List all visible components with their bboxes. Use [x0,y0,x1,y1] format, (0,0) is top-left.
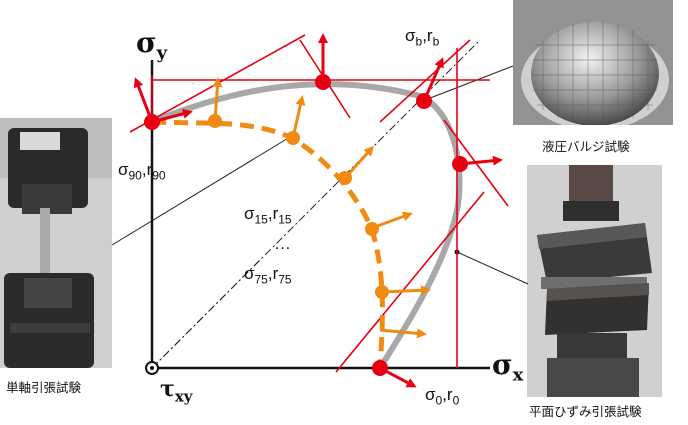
red-point-s0 [372,360,388,376]
label-15: σ15,r15 [244,204,292,226]
orange-dashed-curve [152,122,382,368]
origin-label: τxy [160,376,192,405]
caption-uniaxial: 単軸引張試験 [6,377,81,396]
red-point [452,156,468,172]
label-dots: … [274,234,291,254]
label-90: σ90,r90 [118,160,166,182]
y-axis-label: σy [136,26,167,64]
orange-arrow [380,330,424,334]
red-point-b [416,93,432,109]
x-axis-label: σx [492,348,523,386]
orange-point [286,131,300,145]
yield-locus-curve [152,84,459,368]
origin-symbol: τ [160,376,175,402]
red-point [315,74,331,90]
label-b: σb,rb [405,26,439,48]
label-0: σ0,r0 [425,385,459,407]
caption-bulge: 液圧バルジ試験 [542,136,630,155]
y-axis-subscript: y [157,43,167,64]
orange-arrow [215,80,218,120]
orange-point [365,222,379,236]
orange-point [208,114,222,128]
y-axis-symbol: σ [136,26,157,59]
red-tangent-line [336,192,484,372]
caption-plane-strain: 平面ひずみ引張試験 [529,401,642,420]
red-point-s90 [144,114,160,130]
connector-uniaxial [112,137,290,245]
connector-plane-strain [457,252,528,284]
origin-dot [150,366,154,370]
label-75: σ75,r75 [244,264,292,286]
x-axis-subscript: x [513,365,524,386]
orange-point [338,171,352,185]
orange-point [375,285,389,299]
origin-subscript: xy [175,387,193,405]
x-axis-symbol: σ [492,348,513,381]
